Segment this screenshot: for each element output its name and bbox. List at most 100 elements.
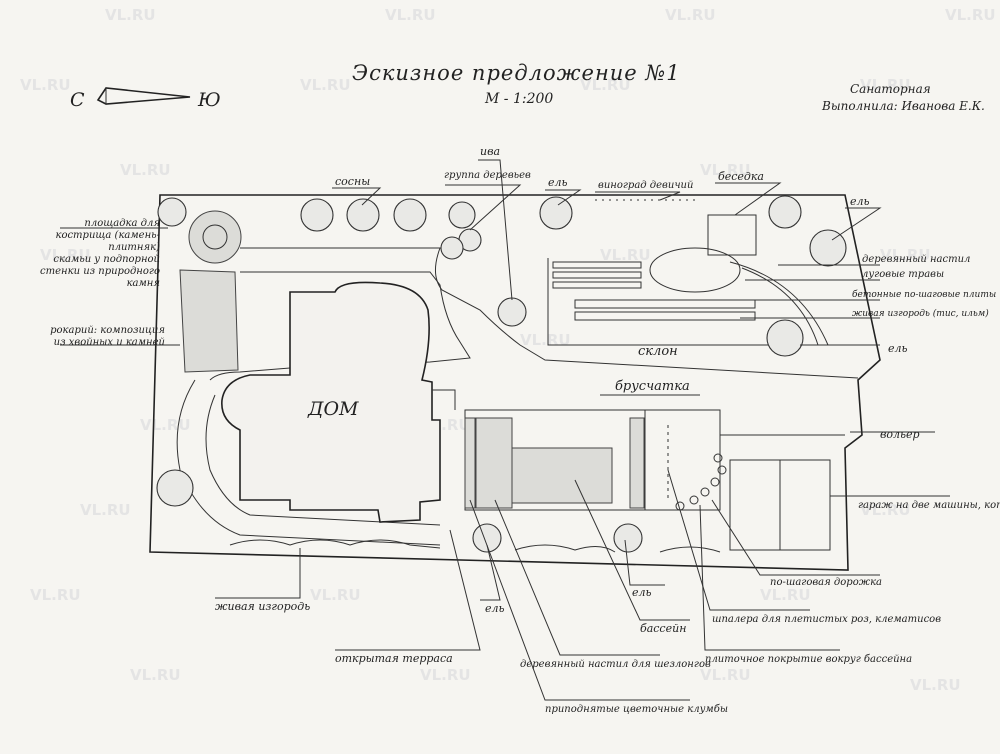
watermark: VL.RU — [700, 161, 751, 179]
garden-path — [240, 247, 859, 379]
flower-bed — [629, 417, 645, 509]
watermark: VL.RU — [120, 161, 171, 179]
watermark: VL.RU — [105, 6, 156, 24]
lounger-deck — [475, 417, 513, 509]
label-fire-pit: площадка для кострища (камень-плитняк) — [55, 218, 160, 253]
watermark: VL.RU — [700, 666, 751, 684]
label-spruce-right-2: ель — [888, 342, 908, 355]
pool-paving — [644, 409, 721, 511]
label-slope: склон — [638, 344, 678, 359]
concrete-steps — [552, 261, 756, 321]
tree-icon — [539, 196, 573, 230]
compass-arrow-icon — [96, 87, 191, 105]
stepping-stone-path — [675, 453, 727, 511]
tree-icon — [768, 195, 802, 229]
house-outline — [221, 281, 441, 523]
label-willow: ива — [480, 145, 500, 158]
label-concrete: бетонные по-шаговые плиты — [852, 289, 996, 300]
label-raised-beds: приподнятые цветочные клумбы — [545, 704, 728, 715]
watermark: VL.RU — [520, 331, 571, 349]
hedge — [514, 544, 616, 553]
garden-path — [209, 271, 471, 381]
label-spruce-bottom: ель — [632, 586, 652, 599]
tree-icon — [300, 198, 334, 232]
fire-pit — [188, 210, 242, 264]
watermark: VL.RU — [760, 586, 811, 604]
label-spruce-bottom-2: ель — [485, 602, 505, 615]
watermark: VL.RU — [945, 6, 996, 24]
sheet-scale: М - 1:200 — [484, 91, 553, 107]
tree-icon — [809, 229, 847, 267]
watermark: VL.RU — [300, 76, 351, 94]
willow-icon — [497, 297, 527, 327]
hedge — [659, 546, 721, 553]
watermark: VL.RU — [860, 76, 911, 94]
garden-path — [205, 394, 441, 526]
label-spruce-right: ель — [850, 195, 870, 208]
label-gazebo: беседка — [718, 170, 764, 183]
watermark: VL.RU — [40, 246, 91, 264]
watermark: VL.RU — [600, 246, 651, 264]
tree-icon — [156, 469, 194, 507]
author-name: Выполнила: Иванова Е.К. — [821, 99, 985, 113]
watermark: VL.RU — [860, 501, 911, 519]
label-meadow: луговые травы — [862, 269, 944, 280]
label-open-terrace: открытая терраса — [335, 652, 453, 665]
watermark: VL.RU — [880, 246, 931, 264]
garden-path — [176, 379, 441, 546]
label-fire-pit-block: площадка для кострища (камень-плитняк) с… — [40, 218, 160, 289]
tree-icon — [157, 197, 187, 227]
label-rockery: рокарий: композиция из хвойных и камней — [50, 325, 165, 348]
tree-icon — [472, 523, 502, 553]
wooden-deck-curve — [729, 261, 829, 346]
watermark: VL.RU — [20, 76, 71, 94]
meadow-grass-bed — [649, 247, 741, 293]
label-tree-group: группа деревьев — [444, 170, 531, 181]
client-name: Санаторная — [850, 82, 931, 96]
label-spruce-top: ель — [548, 176, 568, 189]
tree-icon — [448, 201, 476, 229]
watermark: VL.RU — [385, 6, 436, 24]
watermark: VL.RU — [580, 76, 631, 94]
rockery — [179, 269, 239, 373]
gazebo — [707, 214, 757, 256]
label-pool-paving: плиточное покрытие вокруг бассейна — [705, 654, 912, 665]
watermark: VL.RU — [420, 666, 471, 684]
flower-bed — [464, 417, 476, 509]
tree-icon — [346, 198, 380, 232]
label-rockery-block: рокарий: композиция из хвойных и камней — [50, 325, 165, 348]
compass-arrow: С Ю — [70, 87, 221, 111]
watermark: VL.RU — [910, 676, 961, 694]
label-stepping-path: по-шаговая дорожка — [770, 577, 882, 588]
label-wood-deck: деревянный настил — [862, 254, 970, 265]
label-hedge-bottom: живая изгородь — [215, 600, 310, 613]
pine-trees — [300, 195, 847, 553]
site-boundary — [149, 194, 881, 571]
label-pool: бассейн — [640, 622, 686, 635]
label-benches: скамьи у подпорной стенки из природного … — [40, 254, 160, 289]
tree-icon — [440, 236, 464, 260]
watermark: VL.RU — [130, 666, 181, 684]
house-steps — [432, 389, 456, 410]
label-vine: виноград девичий — [598, 180, 693, 191]
label-garage: гараж на две машины, котельная — [858, 500, 1000, 511]
watermark: VL.RU — [80, 501, 131, 519]
house-label: ДОМ — [307, 398, 359, 420]
tree-icon — [613, 523, 643, 553]
label-pines: сосны — [335, 175, 370, 188]
compass-north-label: С — [70, 89, 85, 111]
label-paving-stone: брусчатка — [615, 379, 690, 394]
compass-south-label: Ю — [197, 89, 221, 111]
tree-icon — [766, 319, 804, 357]
watermark: VL.RU — [665, 6, 716, 24]
tree-icon — [393, 198, 427, 232]
label-trellis: шпалера для плетистых роз, клематисов — [712, 614, 941, 625]
label-aviary: вольер — [880, 428, 920, 441]
label-lounger-deck: деревянный настил для шезлонгов — [520, 659, 711, 670]
watermark: VL.RU — [30, 586, 81, 604]
watermark: VL.RU — [140, 416, 191, 434]
watermark: VL.RU — [310, 586, 361, 604]
leader-lines — [60, 159, 950, 701]
